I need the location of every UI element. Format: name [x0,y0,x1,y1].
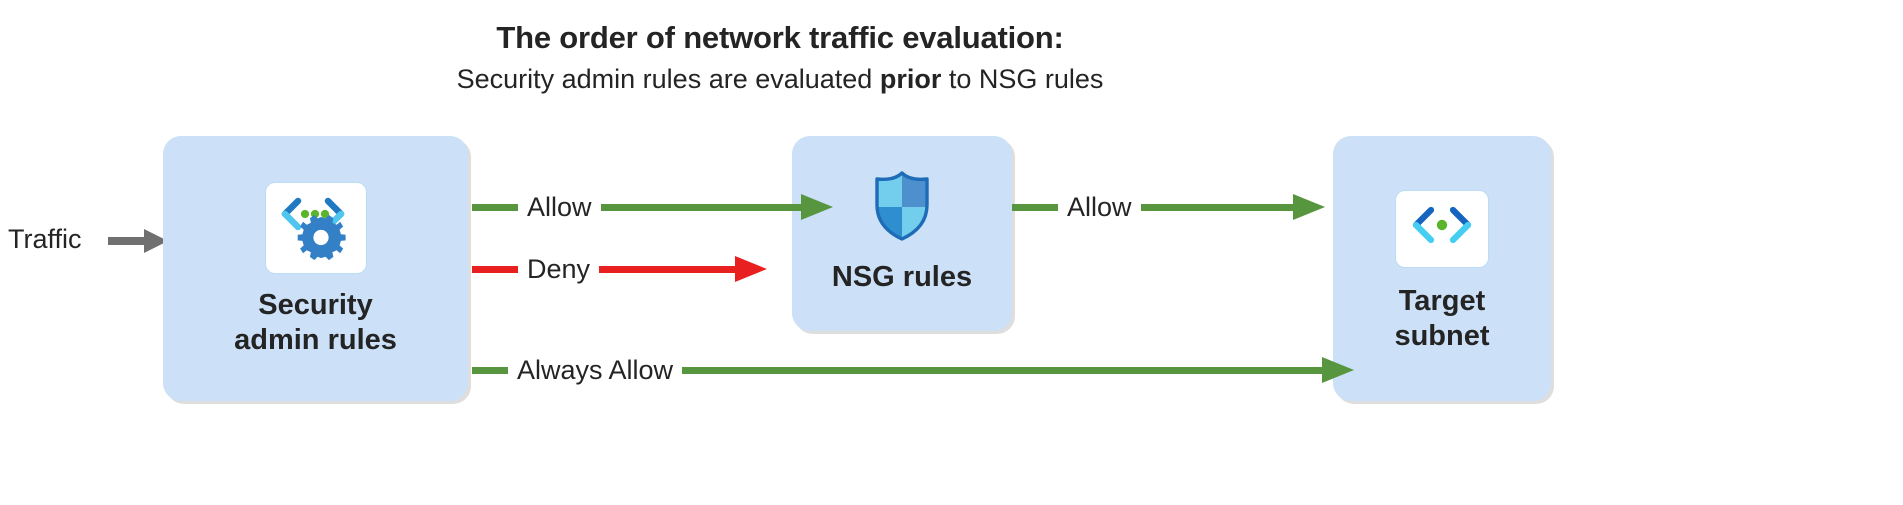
node-nsg-rules-label: NSG rules [831,261,973,293]
connector-allow-to-nsg-label: Allow [527,191,592,222]
node-nsg-rules[interactable]: NSG rules [792,136,1012,331]
node-target-subnet-label: Target subnet [1394,285,1490,353]
connector-allow-to-subnet: Allow [1012,190,1327,224]
code-brackets-gear-icon [264,182,367,274]
connector-always-allow-label: Always Allow [517,354,674,385]
subtitle-suffix: to NSG rules [941,64,1104,94]
traffic-label: Traffic [8,224,82,254]
subtitle-prefix: Security admin rules are evaluated [456,64,880,94]
connector-always-allow: Always Allow [472,353,1356,387]
arrow-right-icon [108,229,168,253]
connector-allow-to-subnet-label: Allow [1067,191,1132,222]
subtitle-emphasis: prior [879,64,942,94]
arrowhead-green-icon [1292,194,1325,220]
shield-icon [867,168,937,244]
arrowhead-green-icon [800,194,833,220]
page-title: The order of network traffic evaluation: [496,20,1064,55]
node-security-admin-rules[interactable]: Security admin rules [163,136,468,401]
arrowhead-red-icon [735,256,768,282]
arrowhead-green-icon [1322,357,1355,383]
node-security-admin-rules-label: Security admin rules [234,289,397,357]
subnet-brackets-icon [1395,190,1489,268]
page-subtitle: Security admin rules are evaluated prior… [0,64,1560,95]
connector-deny-label: Deny [527,253,591,284]
connector-deny: Deny [472,252,769,286]
connector-allow-to-nsg: Allow [472,190,835,224]
node-target-subnet[interactable]: Target subnet [1333,136,1551,401]
